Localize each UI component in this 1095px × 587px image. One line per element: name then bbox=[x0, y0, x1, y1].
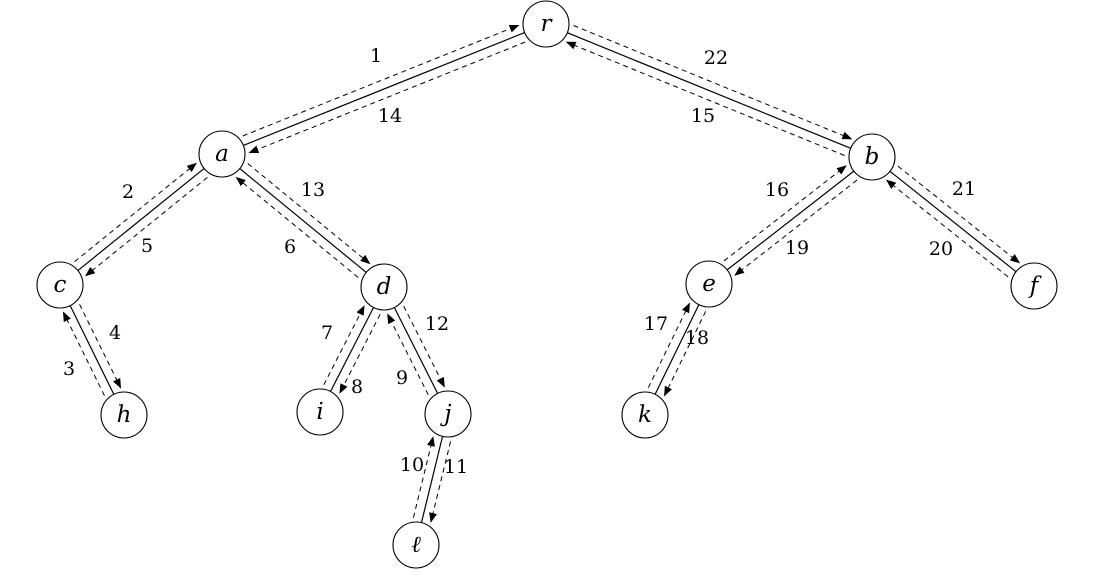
node-circle-i bbox=[296, 388, 344, 436]
node-circle-a bbox=[198, 130, 246, 178]
tree-edge-a-c bbox=[77, 167, 205, 272]
step-label-12: 12 bbox=[425, 313, 449, 335]
tree-edge-j-l bbox=[420, 436, 444, 523]
node-label-a: a bbox=[215, 141, 229, 167]
tree-node-e: e bbox=[685, 260, 733, 308]
tree-node-d: d bbox=[360, 263, 408, 311]
step-label-13: 13 bbox=[301, 179, 325, 201]
step-labels: 1 14 2 5 3 4 6 13 7 8 9 12 10 11 15 22 16 19 17 18 20 21 bbox=[63, 45, 976, 478]
node-circle-c bbox=[36, 261, 84, 309]
node-circle-e bbox=[685, 260, 733, 308]
tree-edge-r-a bbox=[243, 32, 525, 146]
tree-edge-d-i bbox=[329, 307, 375, 392]
step-label-7: 7 bbox=[321, 322, 333, 344]
tree-edge-d-j bbox=[393, 307, 439, 394]
walk-arrow-down-r-a bbox=[248, 41, 526, 154]
tree-edge-b-e bbox=[726, 170, 855, 271]
walk-arrow-down-b-e bbox=[734, 179, 858, 276]
tree-edge-c-h bbox=[69, 305, 115, 395]
tree-edge-b-f bbox=[889, 170, 1017, 273]
step-label-17: 17 bbox=[644, 313, 668, 335]
tree-edge-r-b bbox=[567, 32, 851, 149]
walk-arrow-up-a-c bbox=[74, 162, 197, 263]
walk-arrow-up-c-h bbox=[62, 311, 105, 396]
walk-arrow-down-j-l bbox=[429, 441, 452, 523]
node-label-e: e bbox=[702, 271, 716, 297]
walk-arrow-down-a-c bbox=[85, 176, 208, 277]
node-label-d: d bbox=[377, 274, 392, 300]
step-label-2: 2 bbox=[122, 181, 134, 203]
node-label-c: c bbox=[54, 272, 67, 298]
node-circle-f bbox=[1010, 262, 1058, 310]
step-label-4: 4 bbox=[109, 322, 121, 344]
step-label-5: 5 bbox=[141, 235, 153, 257]
node-circle-k bbox=[621, 391, 669, 439]
walk-arrow-up-a-d bbox=[235, 176, 359, 278]
tree-node-c: c bbox=[36, 261, 84, 309]
walk-arrow-down-d-i bbox=[339, 314, 381, 394]
tree-edge-a-d bbox=[239, 168, 367, 273]
walk-arrow-up-j-l bbox=[412, 436, 435, 518]
node-label-f: f bbox=[1028, 273, 1042, 299]
step-label-21: 21 bbox=[952, 178, 976, 200]
tree-node-k: k bbox=[621, 391, 669, 439]
node-circle-d bbox=[360, 263, 408, 311]
node-label-r: r bbox=[541, 11, 554, 37]
step-label-22: 22 bbox=[704, 47, 728, 69]
walk-arrow-up-r-a bbox=[242, 24, 520, 137]
traversal-arrows bbox=[62, 24, 1021, 523]
step-label-20: 20 bbox=[929, 238, 953, 260]
node-circle-h bbox=[100, 391, 148, 439]
walk-arrow-down-d-j bbox=[403, 305, 445, 388]
step-label-8: 8 bbox=[351, 376, 363, 398]
node-label-k: k bbox=[638, 402, 652, 428]
tree-node-h: h bbox=[100, 391, 148, 439]
step-label-15: 15 bbox=[691, 105, 715, 127]
walk-arrow-down-b-f bbox=[897, 165, 1021, 264]
step-label-3: 3 bbox=[63, 358, 75, 380]
step-label-16: 16 bbox=[765, 179, 789, 201]
step-label-10: 10 bbox=[400, 454, 424, 476]
tree-node-r: r bbox=[522, 0, 570, 48]
walk-arrow-down-e-k bbox=[664, 311, 707, 397]
step-label-9: 9 bbox=[396, 367, 408, 389]
walk-arrow-up-b-f bbox=[885, 179, 1009, 278]
node-circle-l bbox=[392, 521, 440, 569]
walk-arrow-up-b-e bbox=[723, 165, 847, 262]
node-label-b: b bbox=[865, 144, 880, 170]
step-label-11: 11 bbox=[444, 456, 468, 478]
tree-node-i: i bbox=[296, 388, 344, 436]
step-label-1: 1 bbox=[370, 45, 382, 67]
tree-node-l: ℓ bbox=[392, 521, 440, 569]
node-circle-j bbox=[424, 390, 472, 438]
node-label-h: h bbox=[117, 402, 132, 428]
node-circle-b bbox=[848, 133, 896, 181]
tree-edge-e-k bbox=[654, 304, 700, 395]
tree-node-j: j bbox=[424, 390, 472, 438]
tree-nodes: r a b c d h i j ℓ e f k bbox=[36, 0, 1058, 569]
step-label-18: 18 bbox=[685, 327, 709, 349]
node-label-i: i bbox=[316, 399, 323, 425]
tree-edges bbox=[69, 32, 1017, 523]
node-label-l: ℓ bbox=[411, 532, 421, 558]
step-label-14: 14 bbox=[378, 105, 402, 127]
walk-arrow-down-c-h bbox=[79, 304, 122, 389]
walk-arrow-up-d-i bbox=[323, 305, 365, 385]
node-circle-r bbox=[522, 0, 570, 48]
walk-arrow-up-e-k bbox=[647, 302, 690, 388]
tree-node-f: f bbox=[1010, 262, 1058, 310]
step-label-6: 6 bbox=[284, 236, 296, 258]
step-label-19: 19 bbox=[785, 237, 809, 259]
tree-node-a: a bbox=[198, 130, 246, 178]
walk-arrow-up-d-j bbox=[387, 313, 429, 396]
tree-node-b: b bbox=[848, 133, 896, 181]
